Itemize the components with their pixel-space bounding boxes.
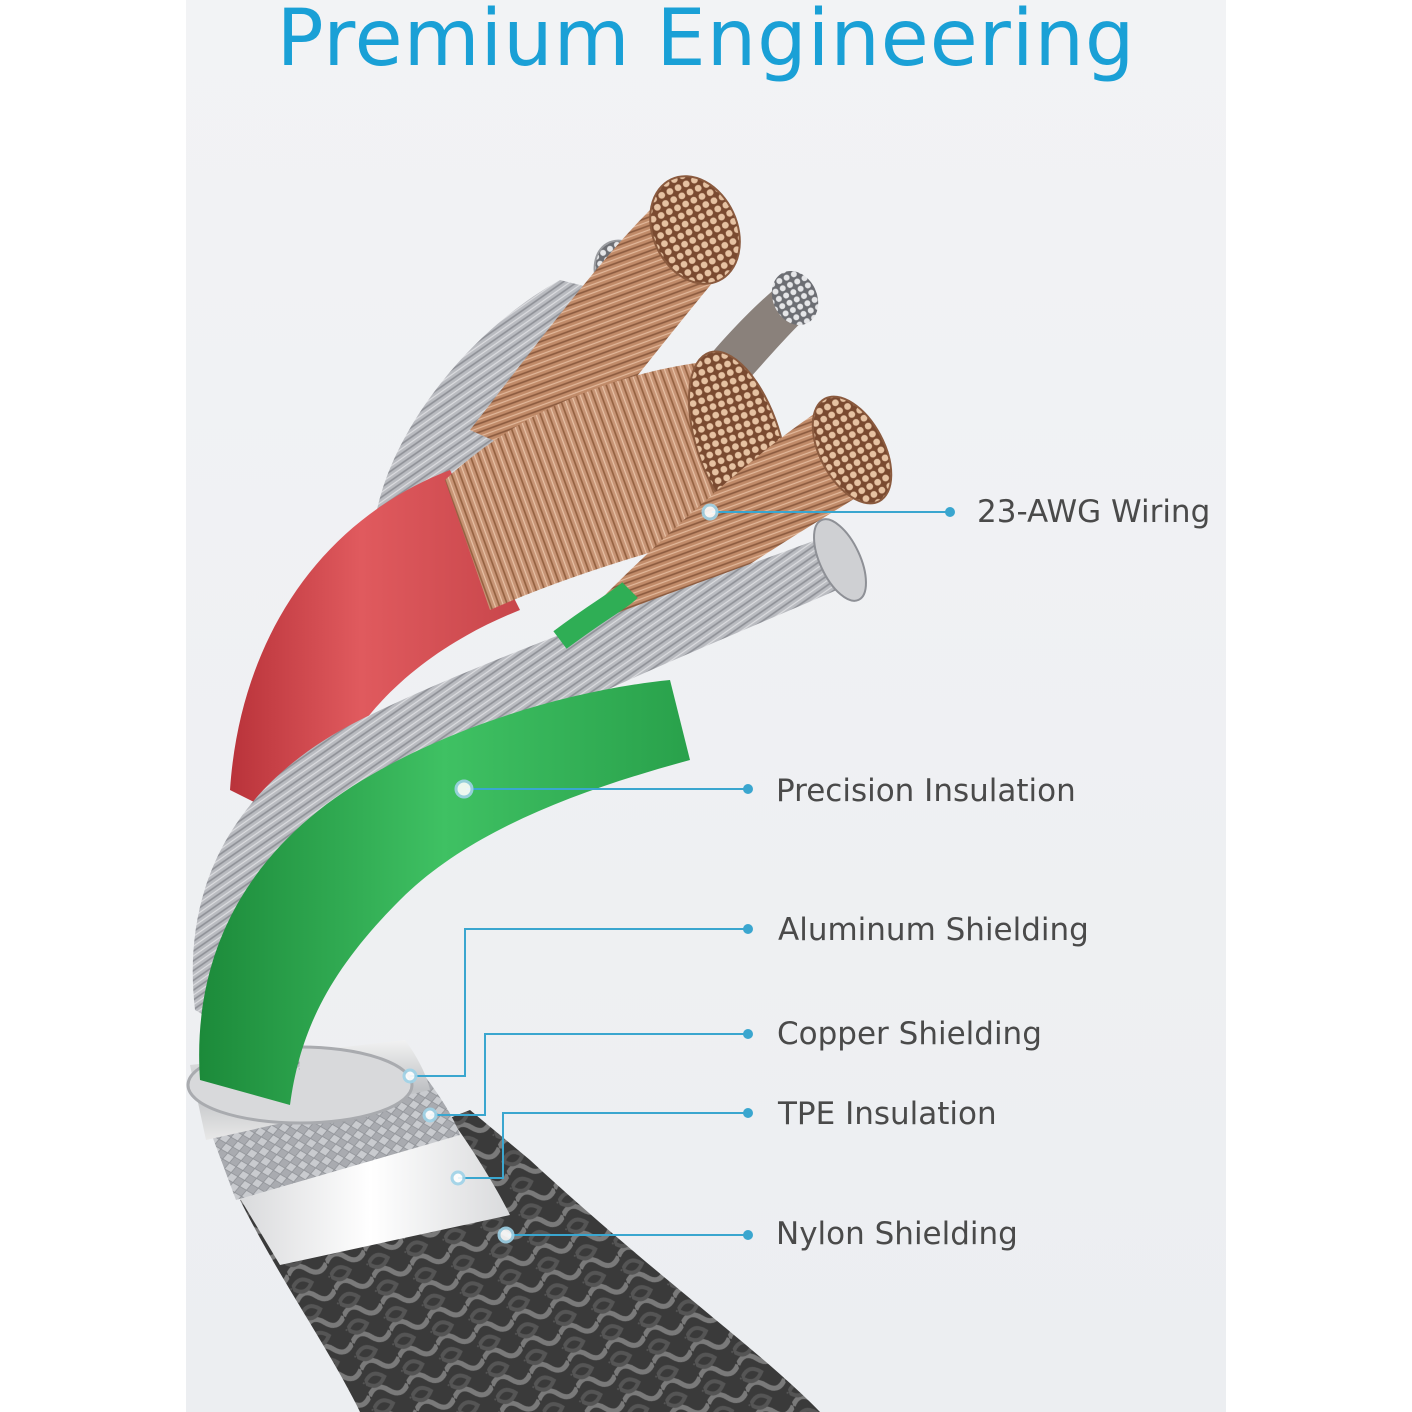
callout-label-nylon-shielding: Nylon Shielding — [776, 1216, 1018, 1252]
callout-label-precision-insulation: Precision Insulation — [776, 773, 1076, 809]
page-title: Premium Engineering — [276, 0, 1136, 84]
callout-label-aluminum-shielding: Aluminum Shielding — [778, 912, 1089, 948]
callout-label-awg-wiring: 23-AWG Wiring — [977, 494, 1211, 530]
callout-label-copper-shielding: Copper Shielding — [777, 1016, 1042, 1052]
callout-label-tpe-insulation: TPE Insulation — [778, 1096, 997, 1132]
